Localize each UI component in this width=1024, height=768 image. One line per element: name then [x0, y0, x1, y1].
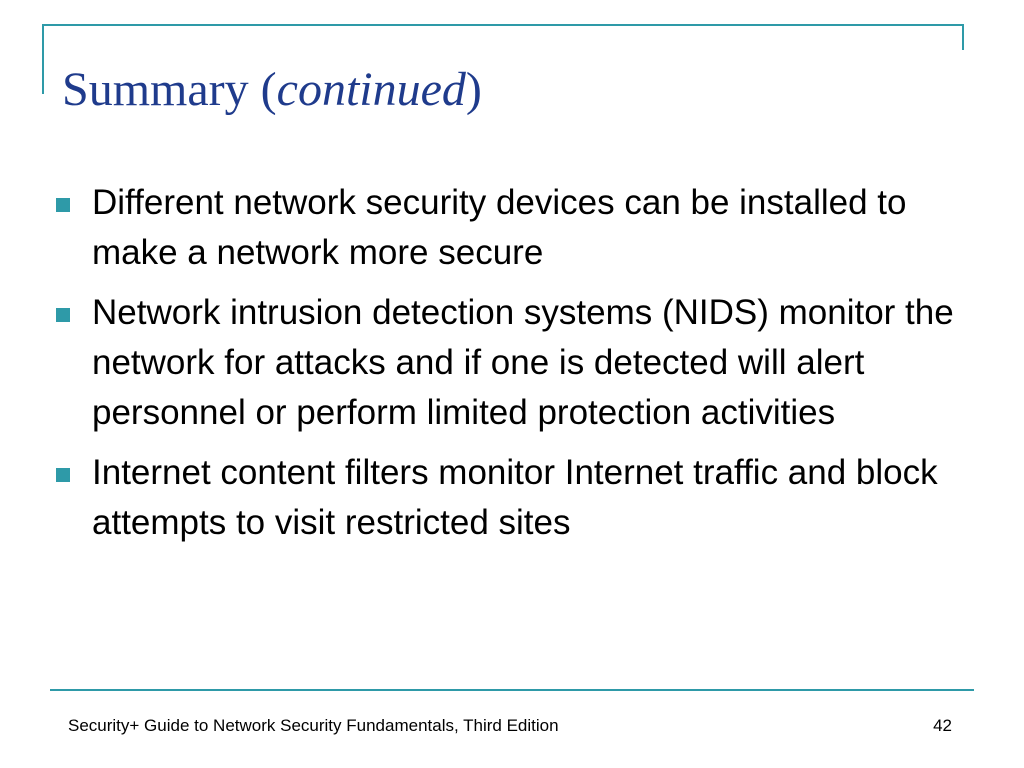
square-bullet-icon — [56, 308, 70, 322]
square-bullet-icon — [56, 198, 70, 212]
frame-right-line — [962, 24, 964, 50]
bullet-item: Network intrusion detection systems (NID… — [56, 288, 976, 438]
footer-divider — [50, 689, 974, 691]
square-bullet-icon — [56, 468, 70, 482]
frame-top-line — [42, 24, 964, 26]
bullet-item: Different network security devices can b… — [56, 178, 976, 278]
slide-title-text: Summary ( — [62, 63, 277, 116]
slide-title-italic: continued — [276, 63, 466, 116]
slide-title: Summary (continued) — [62, 54, 482, 126]
frame-left-line — [42, 24, 44, 94]
footer-book-title: Security+ Guide to Network Security Fund… — [68, 716, 559, 735]
bullet-list: Different network security devices can b… — [56, 178, 976, 558]
bullet-text: Internet content filters monitor Interne… — [92, 453, 938, 542]
bullet-text: Network intrusion detection systems (NID… — [92, 293, 954, 432]
bullet-item: Internet content filters monitor Interne… — [56, 448, 976, 548]
bullet-text: Different network security devices can b… — [92, 183, 907, 272]
page-number: 42 — [933, 716, 952, 735]
slide-title-end: ) — [465, 63, 482, 116]
